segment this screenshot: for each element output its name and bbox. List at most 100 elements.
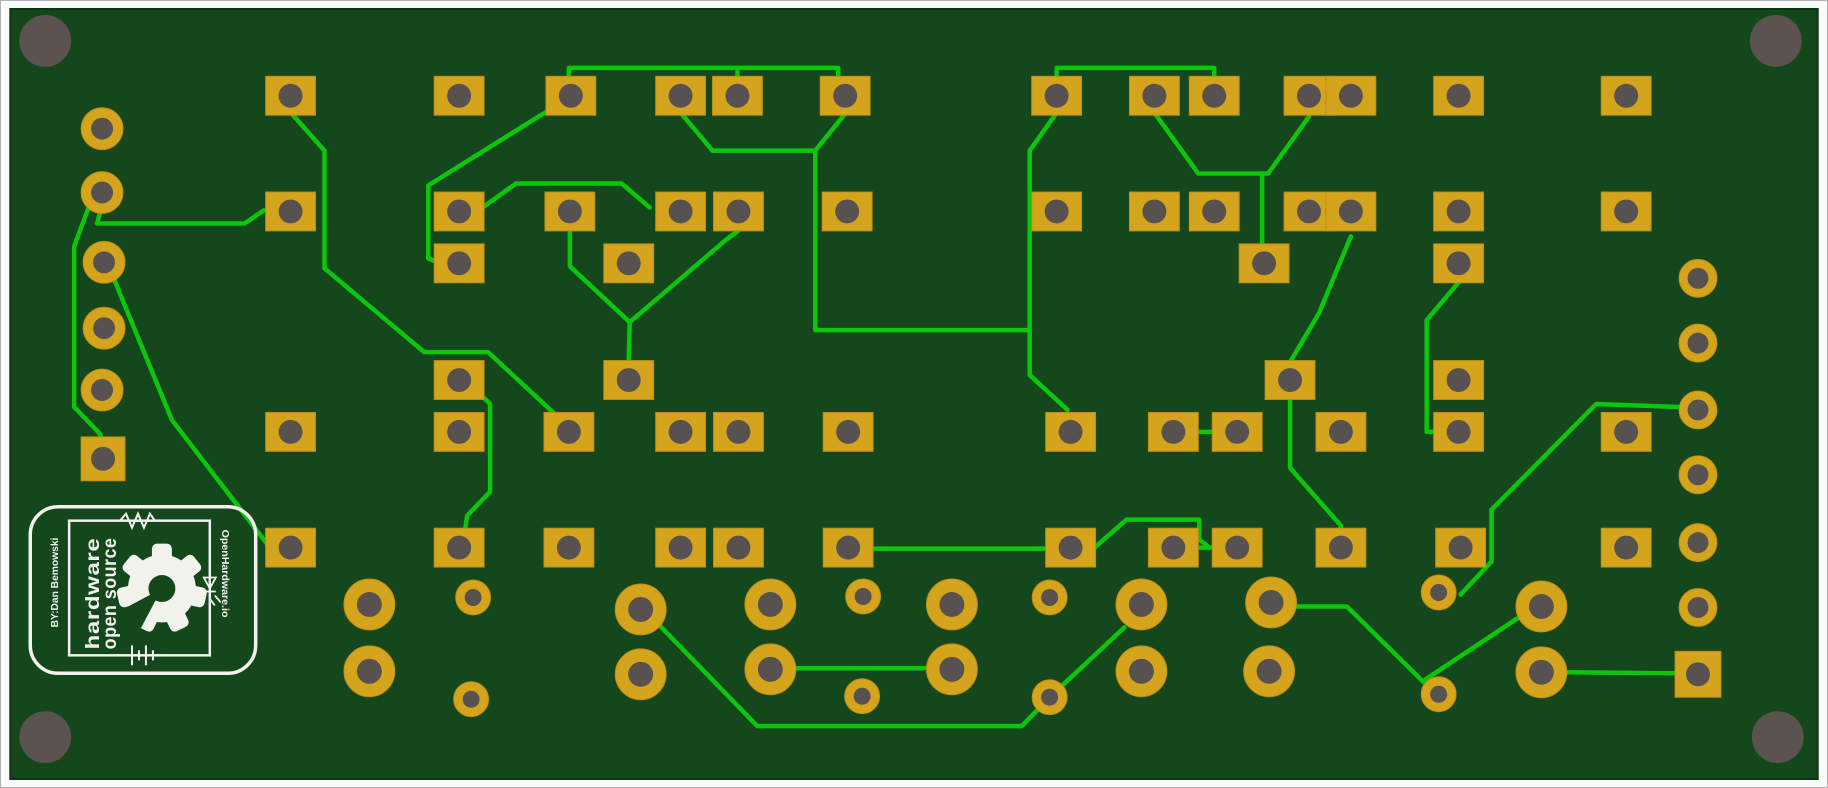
- pad-hole: [1297, 83, 1321, 108]
- pad-hole: [1614, 419, 1639, 444]
- resistor-symbol-icon: [119, 511, 156, 531]
- pad-hole: [1528, 593, 1554, 619]
- battery-symbol-icon: [116, 645, 168, 666]
- pad-hole: [1161, 535, 1186, 560]
- pad-hole: [1128, 591, 1154, 617]
- pad-hole: [447, 368, 472, 393]
- copper-trace: [290, 112, 560, 419]
- pad-hole: [1128, 658, 1154, 684]
- pad-hole: [558, 83, 583, 108]
- pad-hole: [1161, 419, 1186, 444]
- pad-hole: [278, 83, 303, 108]
- pad-hole: [462, 690, 480, 708]
- square-solder-pad: [713, 191, 764, 232]
- logo-text-main-line1: open source: [100, 538, 121, 650]
- pad-hole: [447, 199, 472, 224]
- pad-hole: [1256, 658, 1282, 684]
- pad-hole: [939, 656, 965, 682]
- pad-hole: [91, 446, 116, 471]
- square-solder-pad: [1325, 191, 1377, 232]
- pad-hole: [1328, 419, 1353, 444]
- pad-hole: [726, 199, 751, 224]
- pad-hole: [1687, 399, 1709, 421]
- pad-hole: [91, 117, 114, 140]
- pad-hole: [556, 419, 581, 444]
- pad-hole: [93, 251, 116, 274]
- pad-hole: [447, 419, 472, 444]
- square-solder-pad: [713, 527, 764, 568]
- copper-trace: [462, 394, 493, 532]
- pad-hole: [854, 588, 872, 605]
- pad-hole: [1614, 199, 1639, 224]
- copper-trace: [653, 619, 1127, 729]
- copper-trace: [481, 181, 652, 210]
- square-solder-pad: [433, 191, 485, 232]
- pad-hole: [278, 535, 303, 560]
- pad-hole: [757, 656, 783, 682]
- pad-hole: [1446, 83, 1471, 108]
- logo-text-main-line2: hardware: [83, 538, 104, 650]
- pad-hole: [464, 589, 482, 606]
- square-solder-pad: [433, 243, 485, 284]
- pad-hole: [356, 658, 382, 684]
- pad-hole: [1044, 199, 1069, 224]
- pad-hole: [726, 535, 751, 560]
- pad-hole: [1446, 419, 1471, 444]
- pad-hole: [1202, 199, 1227, 224]
- pad-hole: [1202, 83, 1227, 108]
- pad-hole: [1686, 662, 1710, 687]
- pad-hole: [356, 591, 382, 617]
- copper-trace: [813, 148, 1032, 333]
- pad-hole: [1430, 685, 1448, 703]
- pad-hole: [616, 251, 641, 276]
- pad-hole: [725, 83, 750, 108]
- square-solder-pad: [545, 75, 597, 116]
- pad-hole: [278, 419, 303, 444]
- pad-hole: [1041, 589, 1059, 606]
- pad-hole: [1614, 83, 1639, 108]
- pad-hole: [628, 661, 654, 687]
- copper-trace: [109, 272, 270, 547]
- mounting-hole: [19, 711, 72, 764]
- pad-hole: [1687, 532, 1709, 554]
- pad-hole: [1058, 419, 1083, 444]
- logo-border: [28, 504, 258, 676]
- pad-hole: [1252, 251, 1277, 276]
- pad-hole: [1225, 419, 1250, 444]
- pad-hole: [447, 251, 472, 276]
- pad-hole: [853, 687, 871, 705]
- pad-hole: [93, 317, 116, 340]
- pad-hole: [757, 591, 783, 617]
- pad-hole: [1225, 535, 1250, 560]
- mounting-hole: [1751, 711, 1804, 764]
- led-symbol-icon: [202, 576, 222, 606]
- pad-hole: [833, 83, 858, 108]
- pad-hole: [1258, 590, 1284, 615]
- pad-hole: [726, 419, 751, 444]
- copper-trace: [1420, 616, 1520, 684]
- pad-hole: [278, 199, 303, 224]
- pad-hole: [1058, 535, 1083, 560]
- pad-hole: [1446, 199, 1471, 224]
- pad-hole: [1044, 83, 1069, 108]
- pad-hole: [447, 83, 472, 108]
- copper-trace: [678, 110, 818, 153]
- pad-hole: [668, 199, 693, 224]
- pad-hole: [836, 419, 861, 444]
- pad-hole: [91, 379, 114, 401]
- pad-hole: [1614, 535, 1639, 560]
- logo-text-author: BY:Dan Bemowski: [50, 537, 61, 627]
- pad-hole: [836, 535, 861, 560]
- pad-hole: [668, 83, 693, 108]
- pad-hole: [1328, 535, 1353, 560]
- pad-hole: [1446, 368, 1471, 393]
- pad-hole: [1278, 368, 1303, 393]
- copper-trace: [567, 228, 632, 363]
- pad-hole: [1338, 199, 1363, 224]
- mounting-hole: [1749, 14, 1802, 67]
- pad-hole: [939, 591, 965, 617]
- copper-trace: [1027, 110, 1070, 413]
- pad-hole: [1041, 688, 1059, 706]
